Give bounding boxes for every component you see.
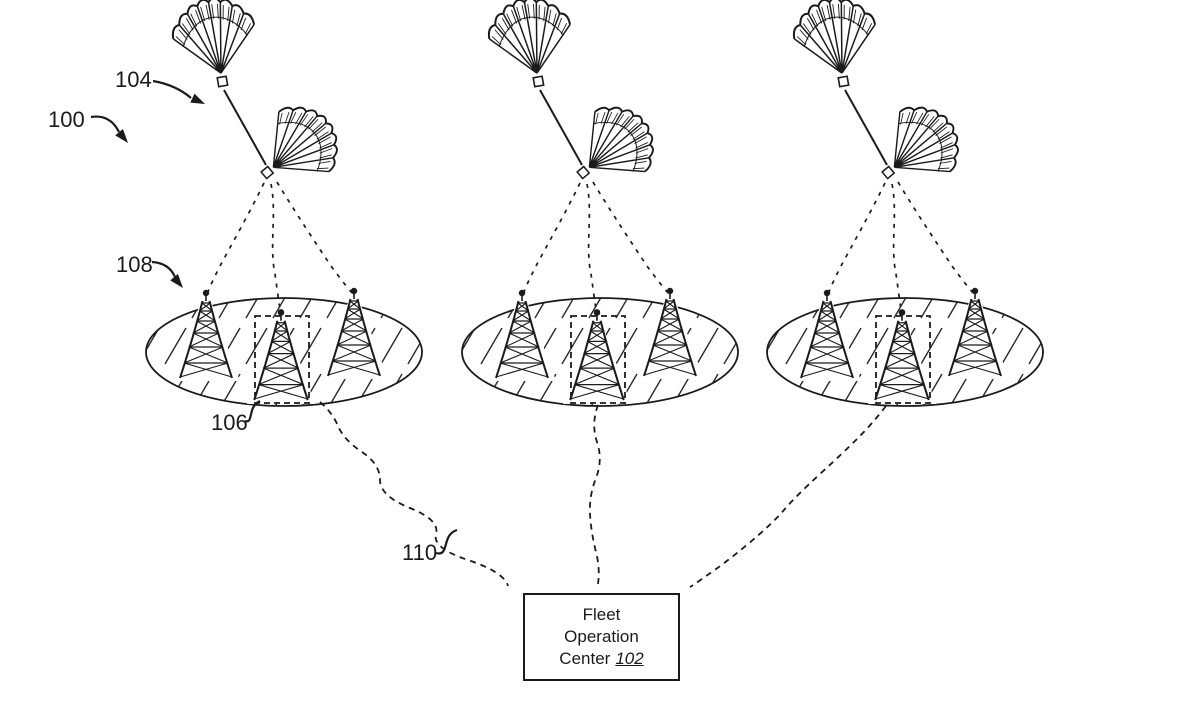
ref-106-leader <box>244 400 261 423</box>
fleet-link-middle <box>588 404 601 590</box>
fleet-link-right <box>689 405 887 588</box>
fleet-link-left <box>319 401 509 587</box>
fleet-box-center-prefix: Center <box>559 649 611 668</box>
ref-108-arrowhead <box>170 274 183 288</box>
ref-108-callout: 108 <box>116 252 183 288</box>
coverage-cluster-3 <box>767 0 1043 406</box>
fleet-box-line1: Fleet <box>582 605 621 624</box>
ref-110-label: 110 <box>402 540 437 565</box>
ref-106-label: 106 <box>211 410 248 435</box>
ref-100-leader <box>90 115 120 133</box>
ref-108-label: 108 <box>116 252 153 277</box>
ref-100-arrowhead <box>115 129 128 143</box>
fleet-box-reference-number: 102 <box>615 649 644 668</box>
coverage-cluster-2 <box>462 0 738 406</box>
fleet-box-line2: Operation <box>564 627 639 646</box>
ref-100-label: 100 <box>48 107 85 132</box>
fleet-links <box>319 401 887 590</box>
ref-104-leader <box>152 79 192 99</box>
ref-104-arrowhead <box>190 93 205 104</box>
ref-110-leader <box>435 528 458 555</box>
ref-108-leader <box>151 260 177 278</box>
ref-106-callout: 106 <box>211 400 261 435</box>
ref-104-callout: 104 <box>115 67 205 104</box>
ref-104-label: 104 <box>115 67 152 92</box>
ref-100-callout: 100 <box>48 107 128 143</box>
ref-110-callout: 110 <box>402 528 458 565</box>
coverage-cluster-1 <box>146 0 422 406</box>
